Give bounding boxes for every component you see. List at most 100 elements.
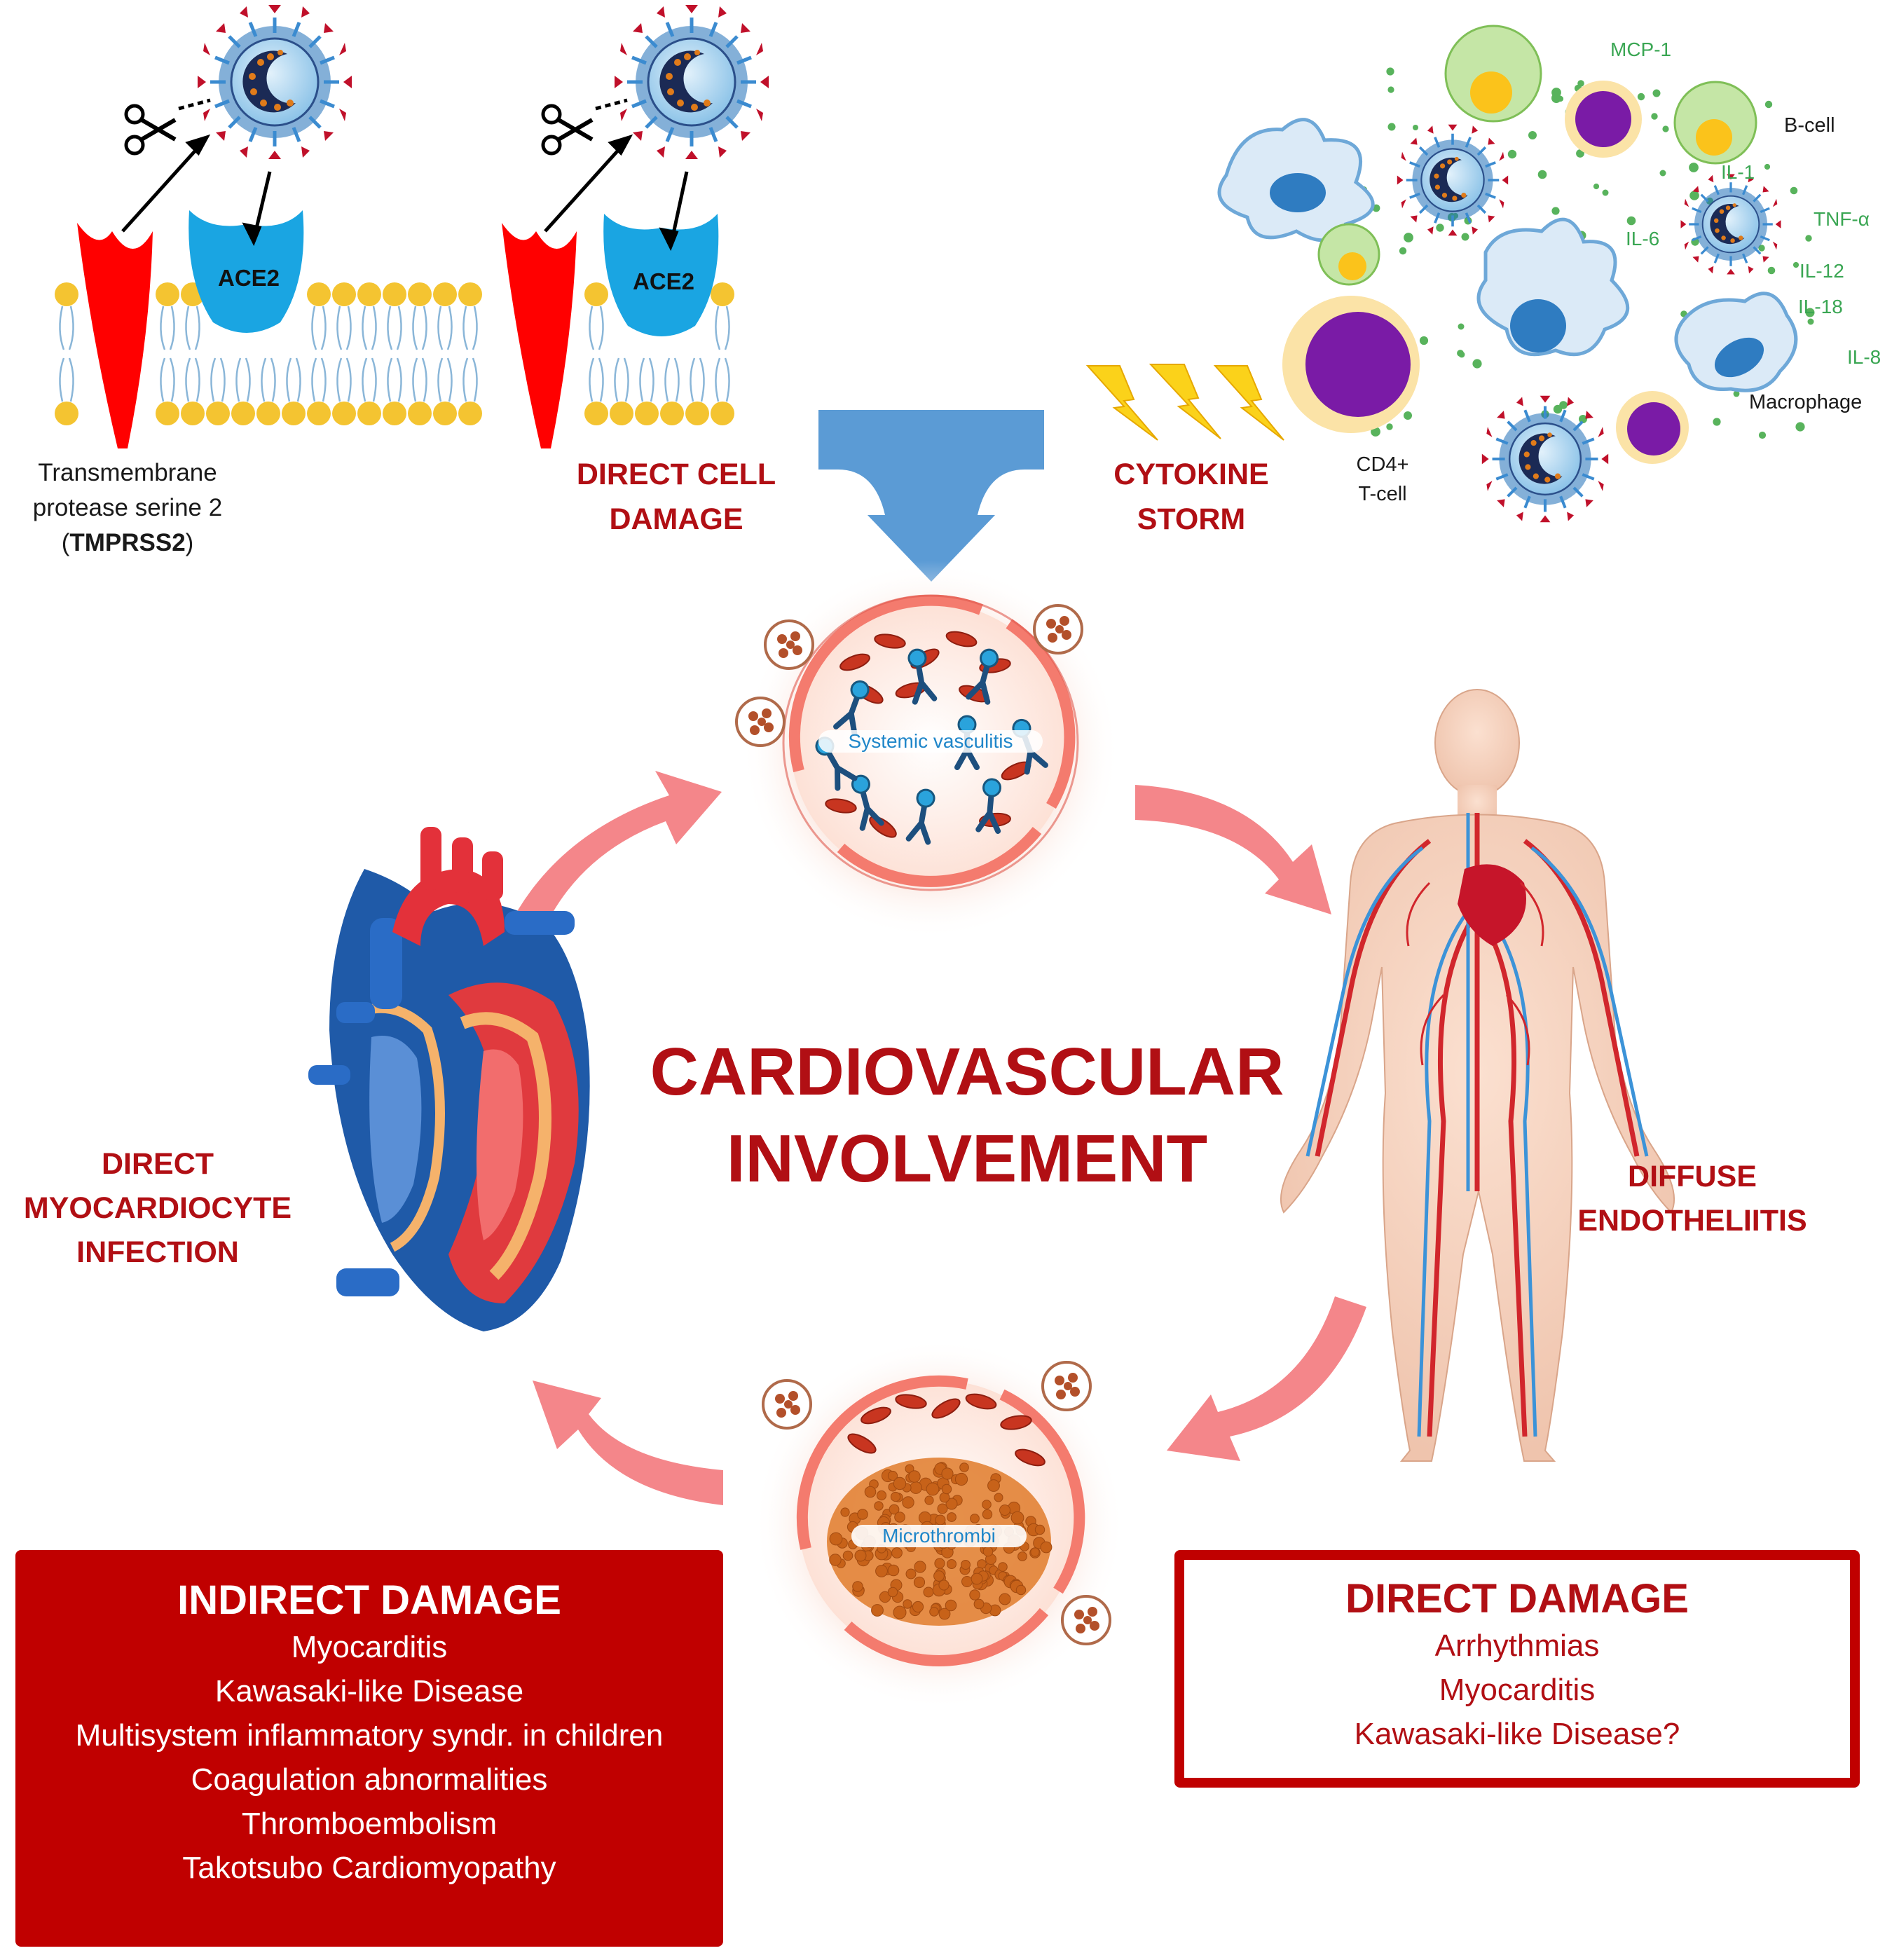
lipid-tail xyxy=(387,357,402,402)
thrombus-cell xyxy=(961,1576,973,1587)
ace2-receptor-left xyxy=(188,210,304,333)
cytokine-dot xyxy=(1758,431,1767,439)
thrombus-cell xyxy=(969,1589,980,1601)
thrombus-cell xyxy=(889,1504,900,1515)
lipid-tail xyxy=(59,306,74,350)
dendritic-cell-left xyxy=(1217,118,1375,242)
b-cell-label: B-cell xyxy=(1784,114,1835,137)
macrophage-cell xyxy=(1674,292,1798,392)
lipid-head xyxy=(433,282,457,306)
thrombus-cell xyxy=(905,1568,917,1579)
microthrombi-label: Microthrombi xyxy=(851,1525,1027,1547)
lipid-tail xyxy=(210,357,226,402)
thrombus-cell xyxy=(902,1496,914,1509)
thrombus-cell xyxy=(871,1604,884,1617)
paren-close: ) xyxy=(185,529,194,556)
endo-line2: ENDOTHELIITIS xyxy=(1577,1204,1807,1238)
il6-label: IL-6 xyxy=(1626,228,1660,249)
thrombus-cell xyxy=(945,1599,957,1612)
ace2-label-left: ACE2 xyxy=(217,265,280,291)
lipid-head xyxy=(458,402,482,425)
lipid-head xyxy=(408,282,432,306)
virus-cluster-2 xyxy=(1679,172,1783,276)
thrombus-cell xyxy=(961,1560,971,1570)
platelet-icon xyxy=(1041,1361,1092,1411)
thrombus-cell xyxy=(912,1601,924,1613)
cytokine-dot xyxy=(1551,88,1561,97)
il1-label: IL-1 xyxy=(1721,161,1755,183)
cytokine-dot xyxy=(1767,266,1776,275)
cytokine-dot xyxy=(1807,318,1814,325)
tmprss2-protein-right xyxy=(502,223,577,448)
il8-label: IL-8 xyxy=(1847,346,1881,368)
thrombus-cell xyxy=(947,1559,957,1569)
cytokine-dot xyxy=(1713,418,1721,426)
lipid-head xyxy=(332,402,356,425)
thrombus-cell xyxy=(891,1547,903,1558)
thrombus-cell xyxy=(908,1470,921,1483)
cytokine-dot xyxy=(1461,233,1469,241)
cytokine-dot xyxy=(1689,163,1699,172)
indirect-damage-item: Kawasaki-like Disease xyxy=(214,1674,524,1708)
merge-arrow xyxy=(818,410,1044,582)
scissors-icon-left xyxy=(126,106,175,153)
thrombus-cell xyxy=(894,1512,905,1523)
virus-cluster-1 xyxy=(1396,123,1509,237)
thrombus-cell xyxy=(998,1562,1008,1572)
lipid-head xyxy=(458,282,482,306)
thrombus-cell xyxy=(941,1483,952,1495)
lipid-head xyxy=(711,282,734,306)
thrombus-cell xyxy=(852,1581,863,1592)
direct-cell-damage-line1: DIRECT CELL xyxy=(576,458,776,491)
cycle-arrows xyxy=(506,771,1366,1505)
cytokine-dot xyxy=(1386,67,1394,76)
tnfa-label: TNF-α xyxy=(1814,208,1870,230)
lipid-head xyxy=(156,402,179,425)
thrombus-cell xyxy=(938,1608,951,1620)
thrombus-cell xyxy=(1015,1584,1027,1596)
cytokine-dot xyxy=(1413,125,1418,130)
thrombus-cell xyxy=(1034,1524,1046,1535)
cytokine-dot xyxy=(1472,359,1482,369)
thrombus-cell xyxy=(887,1470,898,1481)
lipid-head xyxy=(635,402,659,425)
thrombus-cell xyxy=(929,1607,939,1617)
ace2-receptor-right xyxy=(603,214,719,336)
tmprss2-label-line3: (TMPRSS2) xyxy=(15,526,240,561)
thrombus-cell xyxy=(840,1507,850,1517)
lipid-tail xyxy=(639,357,654,402)
thrombus-cell xyxy=(959,1462,969,1472)
thrombus-cell xyxy=(875,1565,888,1577)
lipid-tail xyxy=(462,357,478,402)
thrombus-cell xyxy=(854,1549,867,1562)
thrombus-cell xyxy=(842,1550,853,1561)
lipid-tail xyxy=(589,357,604,402)
lipid-head xyxy=(256,402,280,425)
myo-line1: DIRECT xyxy=(101,1147,214,1181)
platelet-icon xyxy=(764,619,814,670)
lipid-tail xyxy=(362,306,377,350)
lipid-tail xyxy=(185,357,200,402)
cytokine-dot xyxy=(1626,216,1636,226)
lipid-tail xyxy=(261,357,276,402)
lipid-tail xyxy=(59,357,74,402)
lipid-tail xyxy=(664,357,680,402)
cytokine-dot xyxy=(1758,245,1765,252)
cytokine-dot xyxy=(1689,191,1699,200)
tmprss2-label-line1: Transmembrane xyxy=(38,459,217,486)
thrombus-cell xyxy=(941,1467,954,1480)
virus-cluster-3 xyxy=(1482,396,1608,522)
thrombus-cell xyxy=(926,1482,940,1496)
center-title-line2: INVOLVEMENT xyxy=(726,1121,1208,1196)
lipid-tail xyxy=(715,357,730,402)
thrombus-cell xyxy=(971,1572,983,1585)
lipid-tail xyxy=(311,306,327,350)
direct-cell-damage-label: DIRECT CELL DAMAGE xyxy=(561,452,792,542)
thrombus-cell xyxy=(914,1561,926,1573)
lipid-tail xyxy=(160,306,175,350)
platelet-icon xyxy=(762,1379,812,1430)
thrombus-cell xyxy=(947,1512,957,1522)
platelet-icon xyxy=(735,697,786,747)
diffuse-endotheliitis-label: DIFFUSE ENDOTHELIITIS xyxy=(1563,1155,1822,1243)
